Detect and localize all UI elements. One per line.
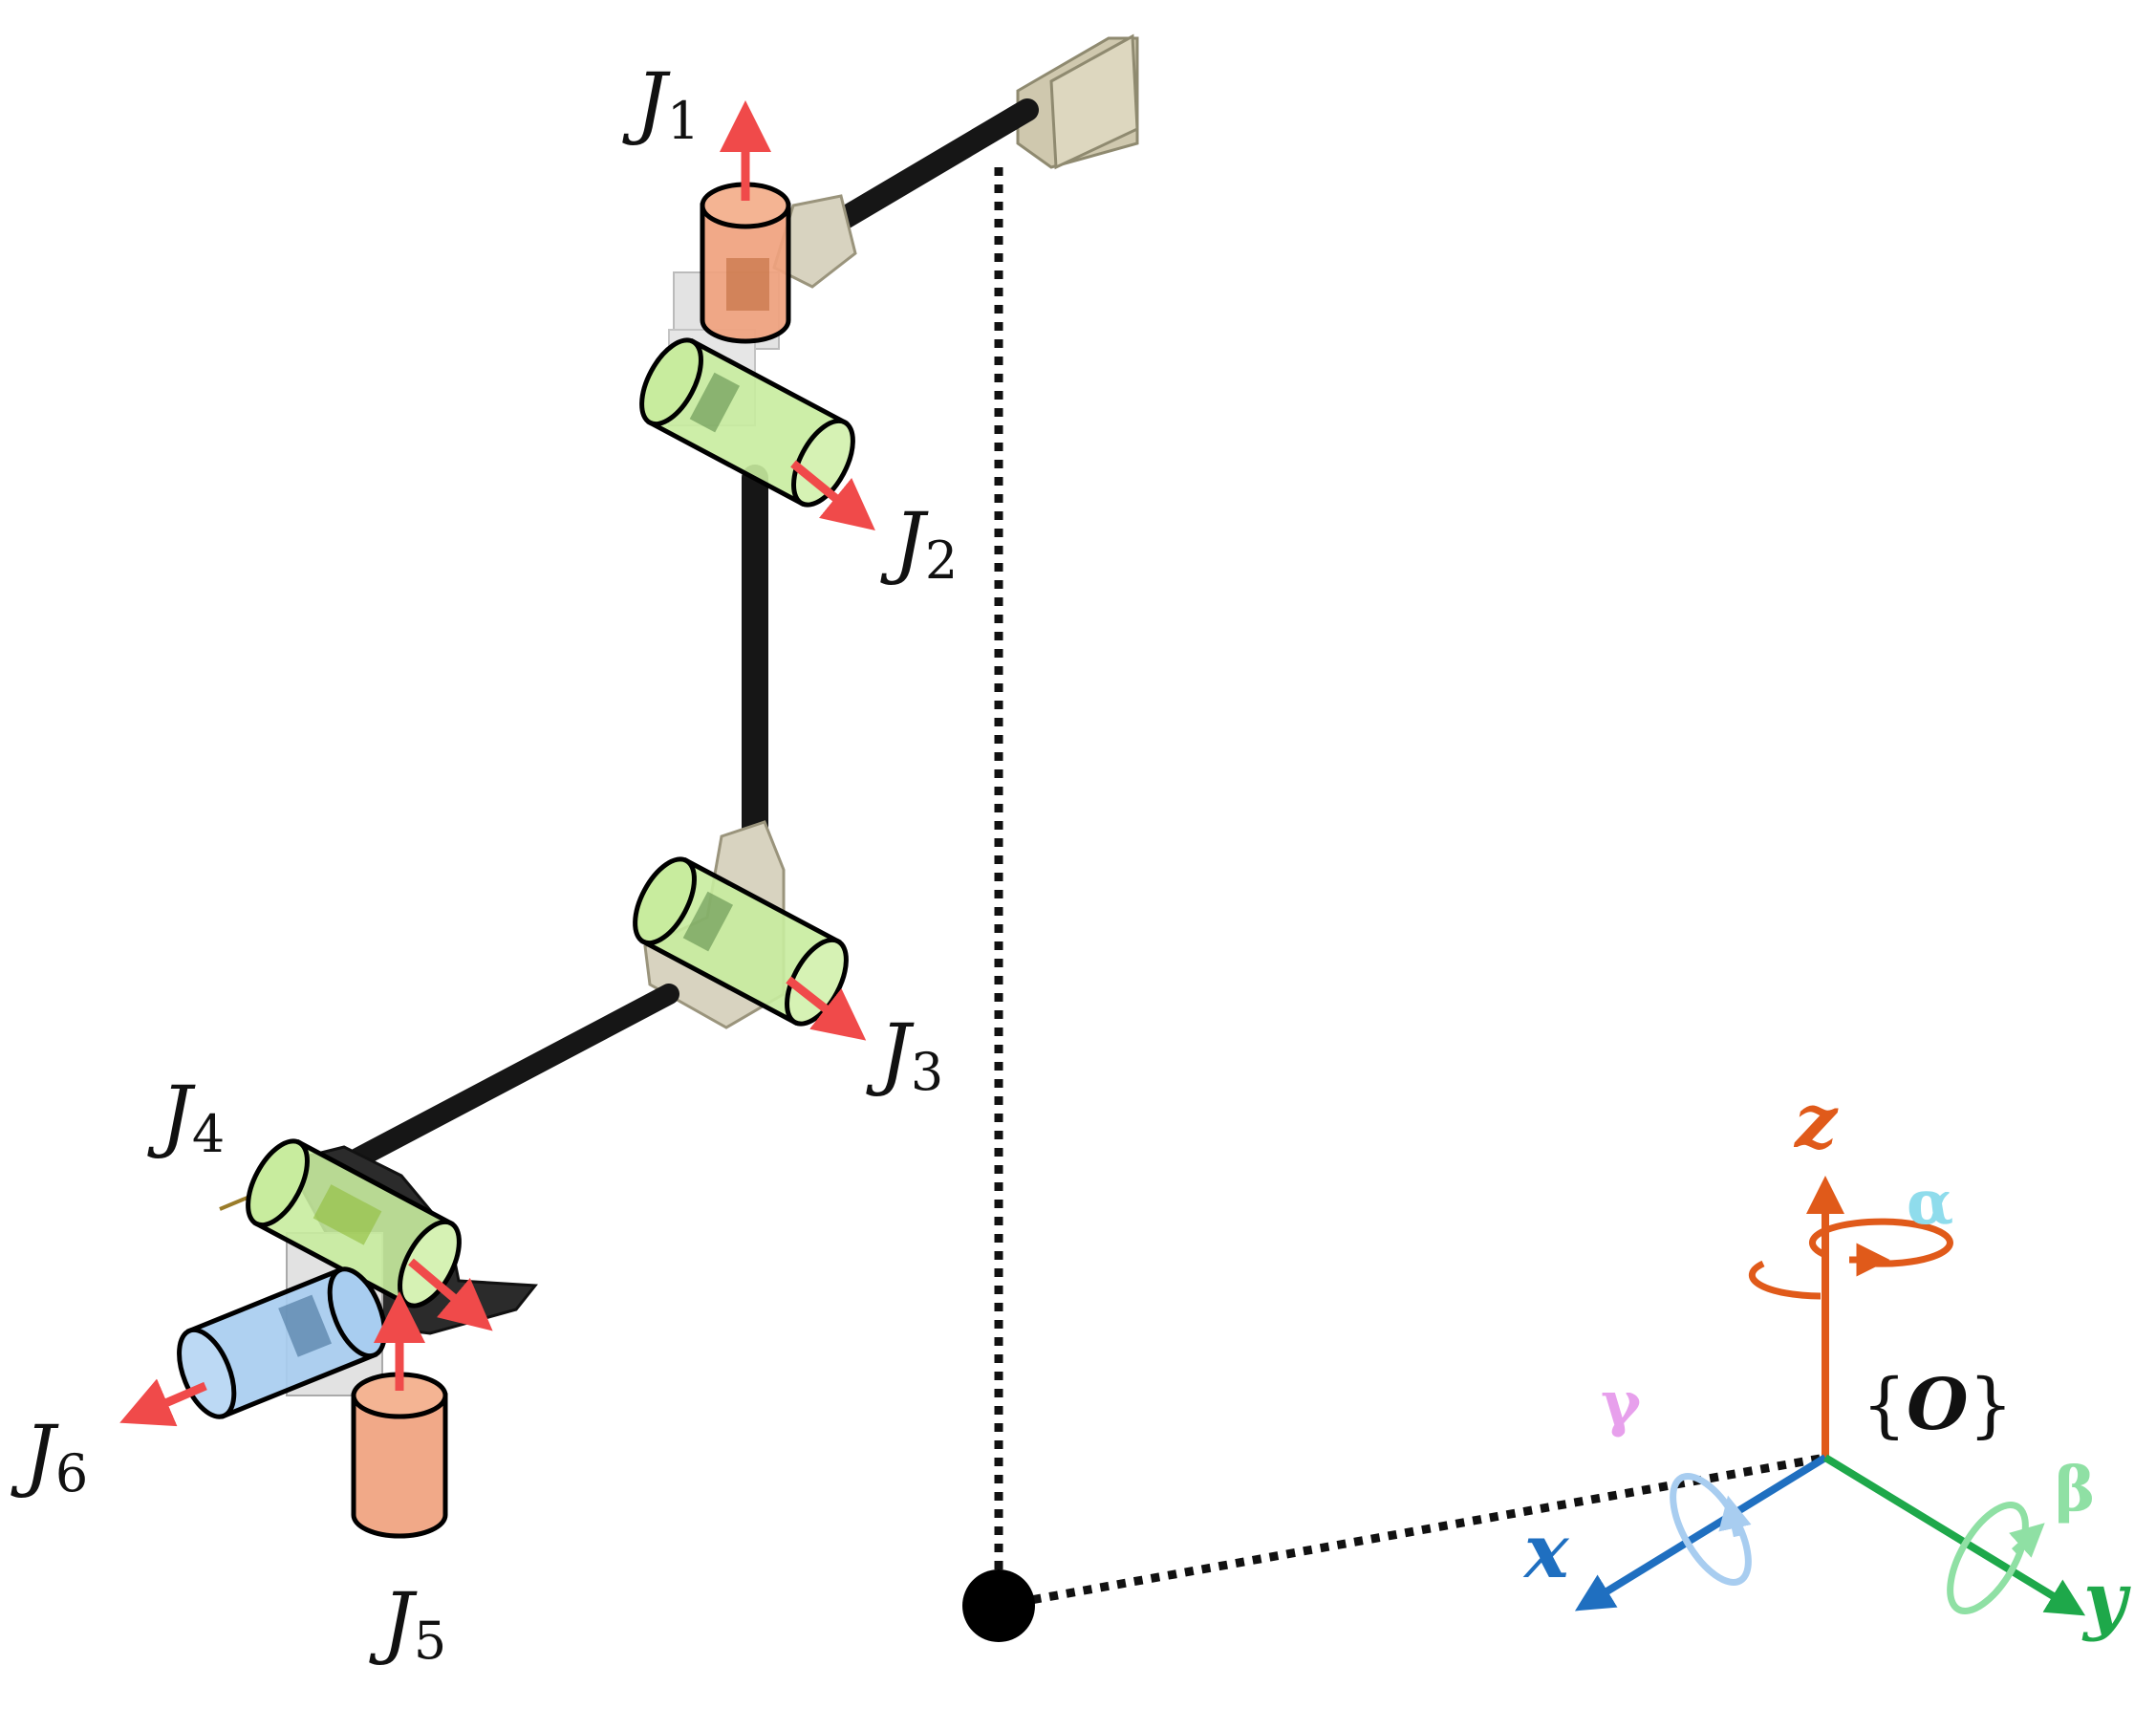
joint-axis-arrows (119, 100, 875, 1427)
dotted-diagonal (998, 1453, 1826, 1611)
base-point (962, 1569, 1035, 1642)
frame-label: {O} (1862, 1364, 2014, 1446)
label-j4: J4 (147, 1071, 225, 1164)
z-label: z (1793, 1078, 1839, 1165)
axis-arrow-j6 (119, 1378, 207, 1427)
label-j2: J2 (880, 497, 958, 591)
link-top (806, 98, 1039, 246)
alpha-label: α (1907, 1167, 1953, 1239)
beta-rotation-arrow (1947, 1502, 2045, 1614)
axis-arrow-j2 (790, 460, 875, 531)
gamma-rotation-arrow (1670, 1473, 1752, 1586)
mounting-plate (1016, 33, 1139, 170)
y-axis (1822, 1454, 2086, 1616)
label-j6: J6 (11, 1410, 88, 1503)
axis-arrow-j3 (786, 976, 867, 1041)
label-j3: J3 (866, 1008, 943, 1102)
joint-cylinder-j5 (351, 1372, 448, 1539)
joint-cylinder-j1 (700, 182, 791, 344)
beta-label: β (2055, 1454, 2096, 1525)
x-axis (1574, 1454, 1828, 1612)
label-j1: J1 (622, 57, 700, 151)
label-j5: J5 (369, 1577, 446, 1671)
coordinate-frame: z x y α β γ {O} (1522, 1078, 2131, 1643)
y-label: y (2081, 1556, 2131, 1643)
x-label: x (1522, 1508, 1570, 1595)
link-lower (314, 984, 679, 1186)
gamma-label: γ (1601, 1368, 1642, 1439)
alpha-rotation-arrow (1748, 1218, 1953, 1300)
joint-cylinder-j4 (246, 1138, 462, 1309)
axis-arrow-j4 (408, 1258, 493, 1331)
